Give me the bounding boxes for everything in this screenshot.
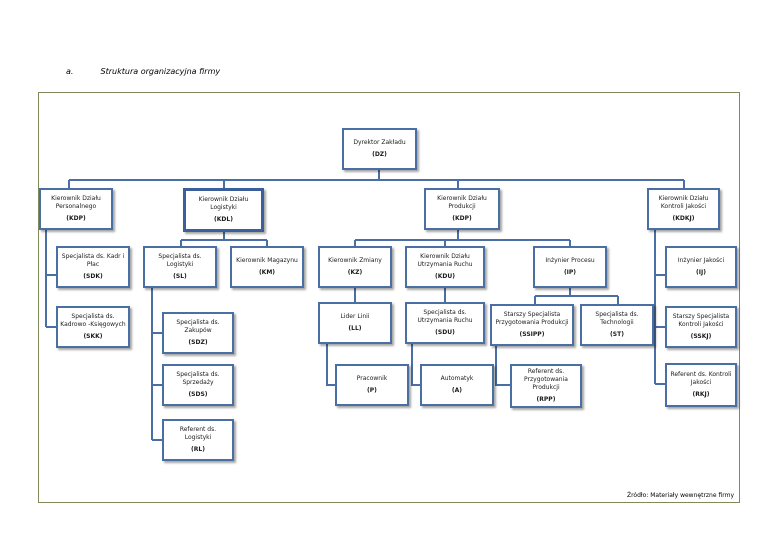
node-kierownik-utrzymania-ruchu: Kierownik Działu Utrzymania Ruchu (KDU) [405, 246, 485, 288]
node-code: (KDP) [452, 215, 472, 223]
node-code: (KM) [258, 269, 276, 276]
node-specjalista-utrzymania-ruchu: Specjalista ds. Utrzymania Ruchu (SDU) [405, 302, 485, 344]
node-code: (KDP) [66, 215, 86, 223]
node-kierownik-magazynu: Kierownik Magazynu (KM) [230, 246, 304, 288]
source-note: Źródło: Materiały wewnętrzne firmy [626, 492, 734, 499]
node-code: (SDZ) [188, 339, 208, 347]
node-name: Kierownik Działu Personalnego [51, 194, 101, 210]
node-code: (SL) [173, 273, 187, 281]
node-name: Lider Linii [340, 312, 370, 320]
node-code: (KDL) [214, 216, 233, 224]
node-starszy-specjalista-kontroli: Starszy Specjalista Kontroli Jakości (SS… [665, 306, 737, 348]
node-specjalista-sprzedazy: Specjalista ds. Sprzedaży (SDS) [162, 364, 234, 406]
section-number: a. [66, 67, 74, 76]
node-dyrektor-zakladu: Dyrektor Zakładu (DZ) [342, 128, 417, 170]
node-inzynier-procesu: Inżynier Procesu (IP) [533, 246, 607, 288]
node-name: Starszy Specjalista Przygotowania Produk… [495, 310, 569, 326]
node-name: Inżynier Procesu [545, 256, 595, 264]
node-code: (SDS) [188, 391, 208, 399]
node-specjalista-technologii: Specjalista ds. Technologii (ST) [580, 304, 654, 346]
node-code: (SDU) [435, 329, 455, 337]
node-specjalista-kadr: Specjalista ds. Kadr i Płac (SDK) [56, 246, 130, 288]
node-name: Starszy Specjalista Kontroli Jakości [672, 312, 730, 328]
node-name: Pracownik [356, 374, 388, 382]
node-name: Specjalista ds. Kadr i Płac [61, 252, 125, 268]
node-code: (SKK) [83, 333, 103, 341]
node-name: Kierownik Działu Logistyki [198, 195, 249, 211]
node-referent-logistyki: Referent ds. Logistyki (RL) [162, 419, 234, 461]
node-name: Kierownik Magazynu [236, 256, 298, 264]
node-name: Specjalista ds. Technologii [595, 310, 639, 326]
node-starszy-specjalista-przygotowania: Starszy Specjalista Przygotowania Produk… [490, 304, 574, 346]
node-name: Dyrektor Zakładu [353, 138, 406, 146]
node-referent-przygotowania-produkcji: Referent ds. Przygotowania Produkcji (RP… [510, 364, 582, 408]
node-code: (LL) [348, 325, 362, 332]
node-code: (SDK) [83, 273, 103, 281]
node-inzynier-jakosci: Inżynier Jakości (IJ) [665, 246, 737, 288]
node-code: (SSIPP) [519, 331, 545, 339]
node-code: (RKJ) [692, 391, 710, 399]
node-code: (RL) [191, 446, 205, 454]
node-code: (IJ) [696, 269, 706, 276]
node-automatyk: Automatyk (A) [420, 364, 494, 406]
node-code: (KDU) [435, 273, 455, 281]
node-name: Referent ds. Logistyki [179, 425, 217, 441]
node-kierownik-personalny: Kierownik Działu Personalnego (KDP) [39, 188, 113, 230]
node-kierownik-logistyki: Kierownik Działu Logistyki (KDL) [183, 188, 264, 232]
node-code: (RPP) [536, 396, 556, 404]
node-code: (SSKJ) [690, 333, 712, 341]
node-name: Specjalista ds. Utrzymania Ruchu [417, 308, 473, 324]
node-code: (KDKJ) [672, 215, 695, 223]
section-heading: a. Struktura organizacyjna firmy [66, 67, 220, 76]
node-name: Specjalista ds. Logistyki [158, 252, 202, 268]
node-name: Inżynier Jakości [677, 256, 725, 264]
node-pracownik: Pracownik (P) [335, 364, 409, 406]
node-code: (A) [451, 387, 463, 394]
node-code: (ST) [610, 331, 624, 339]
node-name: Specjalista ds. Sprzedaży [176, 370, 220, 386]
node-code: (DZ) [372, 151, 387, 158]
section-title: Struktura organizacyjna firmy [100, 67, 221, 76]
node-referent-kontroli-jakosci: Referent ds. Kontroli Jakości (RKJ) [665, 363, 737, 407]
node-name: Kierownik Działu Produkcji [437, 194, 487, 210]
node-name: Kierownik Działu Utrzymania Ruchu [417, 252, 473, 268]
node-specjalista-logistyki: Specjalista ds. Logistyki (SL) [143, 246, 217, 288]
node-kierownik-kontroli-jakosci: Kierownik Działu Kontroli Jakości (KDKJ) [647, 188, 720, 230]
node-kierownik-produkcji: Kierownik Działu Produkcji (KDP) [424, 188, 500, 230]
node-code: (IP) [563, 269, 577, 276]
node-name: Referent ds. Przygotowania Produkcji [524, 367, 568, 391]
node-code: (KZ) [347, 269, 363, 276]
node-kierownik-zmiany: Kierownik Zmiany (KZ) [318, 246, 392, 288]
node-name: Kierownik Zmiany [328, 256, 382, 264]
node-code: (P) [367, 387, 377, 394]
node-specjalista-kadrowo-ksiegowy: Specjalista ds. Kadrowo -Księgowych (SKK… [56, 306, 130, 348]
node-name: Specjalista ds. Kadrowo -Księgowych [60, 312, 126, 328]
node-name: Kierownik Działu Kontroli Jakości [658, 194, 709, 210]
node-name: Automatyk [440, 374, 474, 382]
node-name: Specjalista ds. Zakupów [176, 318, 220, 334]
node-name: Referent ds. Kontroli Jakości [670, 370, 732, 386]
node-specjalista-zakupow: Specjalista ds. Zakupów (SDZ) [162, 312, 234, 354]
node-lider-linii: Lider Linii (LL) [318, 302, 392, 344]
